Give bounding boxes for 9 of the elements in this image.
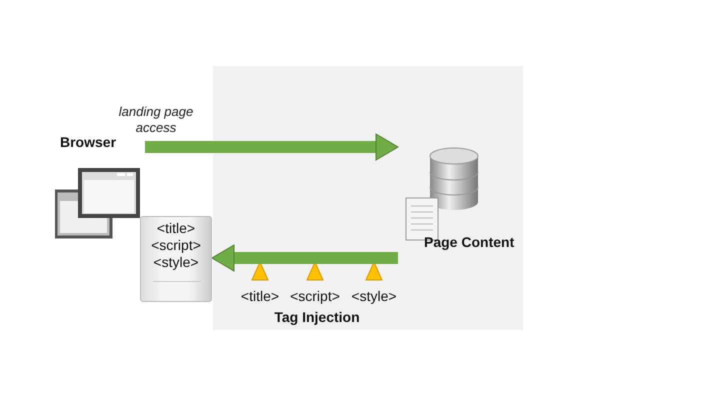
- tag-label: <style>: [351, 288, 397, 304]
- caption-text: Tag Injection: [274, 309, 360, 325]
- node-title: Page Content: [424, 234, 514, 250]
- tag-list-text: <title> <script> <style>: [150, 220, 202, 271]
- tag-label: <script>: [290, 288, 340, 304]
- node-title: Browser: [60, 134, 116, 150]
- edge-label: landing page access: [118, 104, 194, 136]
- tag-label: <title>: [240, 288, 280, 304]
- html-document-node: [140, 216, 212, 302]
